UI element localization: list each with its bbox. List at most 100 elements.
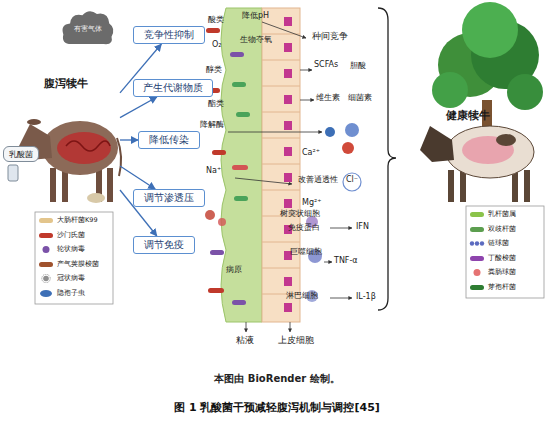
legend-sample bbox=[38, 260, 54, 269]
leader-arrow bbox=[235, 178, 292, 184]
legend-text: 轮状病毒 bbox=[57, 245, 85, 254]
legend-shape bbox=[40, 290, 52, 297]
inflamed-gut bbox=[57, 132, 111, 164]
annotation-label: 酯类 bbox=[208, 98, 224, 109]
legend-text: 乳杆菌属 bbox=[488, 210, 516, 219]
annotation-label: O₂ bbox=[212, 40, 222, 49]
legend-sample bbox=[38, 289, 54, 298]
annotation-label: 粘液 bbox=[236, 334, 254, 347]
leader-arrow bbox=[330, 298, 352, 299]
calf-leg bbox=[448, 170, 454, 202]
node-text: 产生代谢物质 bbox=[143, 81, 203, 95]
node-text: 乳酸菌 bbox=[9, 149, 33, 160]
gut-loop bbox=[66, 141, 110, 151]
legend-item: 双歧杆菌 bbox=[469, 225, 516, 234]
tree-canopy bbox=[507, 74, 543, 110]
pathogen-rod bbox=[232, 300, 246, 305]
tight-junction bbox=[284, 199, 292, 208]
annotation-label: Mg²⁺ bbox=[302, 198, 321, 207]
legend-item: 大肠杆菌K99 bbox=[38, 216, 98, 225]
annotation-label: 巨噬细胞 bbox=[290, 246, 322, 257]
legend-shape bbox=[470, 256, 484, 261]
annotation-label: 降低pH bbox=[242, 10, 269, 21]
legend-shape bbox=[470, 212, 484, 217]
leader-arrow bbox=[290, 322, 291, 332]
legend-coccus bbox=[480, 241, 484, 245]
probiotic-bottle bbox=[8, 165, 18, 181]
legend-shape bbox=[39, 262, 53, 267]
legend-shape bbox=[474, 269, 481, 276]
cell-border bbox=[262, 164, 300, 165]
legend-shape bbox=[470, 227, 484, 232]
molecule bbox=[342, 142, 354, 154]
cell-border bbox=[262, 60, 300, 61]
mechanism-box: 产生代谢物质 bbox=[133, 79, 213, 97]
leader-arrow bbox=[228, 132, 322, 133]
legend-sample bbox=[38, 216, 54, 225]
calf-ear bbox=[27, 119, 41, 125]
legend-sample bbox=[38, 231, 54, 240]
figure-caption: 图 1 乳酸菌干预减轻腹泻机制与调控[45] bbox=[0, 400, 554, 415]
legend-sample bbox=[469, 210, 485, 219]
mechanism-arrow bbox=[120, 139, 138, 140]
legend-shape bbox=[43, 246, 50, 253]
legend-sample bbox=[469, 268, 485, 277]
annotation-label: IL-1β bbox=[356, 292, 376, 301]
legend-shape bbox=[470, 285, 484, 290]
pathogen-rod bbox=[232, 165, 248, 170]
node-text: 有害气体 bbox=[74, 24, 102, 34]
leader-arrow bbox=[324, 262, 332, 263]
sodium-ion bbox=[218, 218, 226, 226]
legend-sample bbox=[38, 245, 54, 254]
node-text: 调节渗透压 bbox=[144, 191, 194, 205]
credit-note: 本图由 BioRender 绘制。 bbox=[0, 372, 554, 386]
pathogen-rod bbox=[206, 28, 220, 33]
mechanism-box: 调节免疫 bbox=[133, 236, 195, 254]
legend-text: 双歧杆菌 bbox=[488, 225, 516, 234]
annotation-label: 改善通透性 bbox=[298, 174, 338, 185]
annotation-label: IFN bbox=[356, 222, 369, 231]
legend-item: 丁酸梭菌 bbox=[469, 254, 516, 263]
annotation-label: 病原 bbox=[226, 264, 242, 275]
tight-junction bbox=[284, 147, 292, 156]
annotation-label: 胆酸 bbox=[350, 60, 366, 71]
mechanism-arrow bbox=[120, 166, 155, 189]
annotation-label: Na⁺ bbox=[206, 166, 221, 175]
mucus-layer bbox=[221, 8, 262, 322]
connector-group bbox=[120, 97, 157, 118]
legend-frame bbox=[35, 212, 113, 304]
annotation-label: 维生素 bbox=[316, 92, 340, 103]
tight-junction bbox=[284, 277, 292, 286]
pathogen-rod bbox=[230, 52, 244, 57]
legend-item: 乳杆菌属 bbox=[469, 210, 516, 219]
annotation-label: SCFAs bbox=[314, 60, 338, 69]
calf-leg bbox=[50, 168, 56, 202]
node-text: 健康犊牛 bbox=[446, 108, 554, 123]
leader-arrow bbox=[300, 70, 312, 71]
legend-sample bbox=[38, 274, 54, 283]
annotation-label: 免疫蛋白 bbox=[288, 222, 320, 233]
leader-arrow bbox=[246, 322, 247, 332]
legend-item: 沙门氏菌 bbox=[38, 231, 85, 240]
probiotic-tag: 乳酸菌 bbox=[3, 146, 39, 162]
node-text: 调节免疫 bbox=[144, 238, 184, 252]
tight-junction bbox=[284, 43, 292, 52]
legend-sample bbox=[469, 254, 485, 263]
molecule bbox=[345, 123, 359, 137]
tree-canopy bbox=[462, 2, 518, 58]
legend-shape bbox=[39, 233, 53, 238]
cell-border bbox=[262, 138, 300, 139]
molecule bbox=[325, 127, 335, 137]
legend-item: 隐孢子虫 bbox=[38, 289, 85, 298]
legend-shape bbox=[39, 218, 53, 223]
annotation-label: 淋巴细胞 bbox=[286, 290, 318, 301]
calf-tail bbox=[117, 138, 121, 176]
calf-body bbox=[42, 121, 118, 175]
node-text: 降低传染 bbox=[149, 133, 189, 147]
legend-item: 轮状病毒 bbox=[38, 245, 85, 254]
annotation-label: Cl⁻ bbox=[346, 175, 358, 184]
legend-spikes bbox=[42, 274, 50, 282]
calf-figure: 腹泻犊牛 bbox=[40, 74, 120, 206]
legend-shape bbox=[43, 276, 49, 282]
